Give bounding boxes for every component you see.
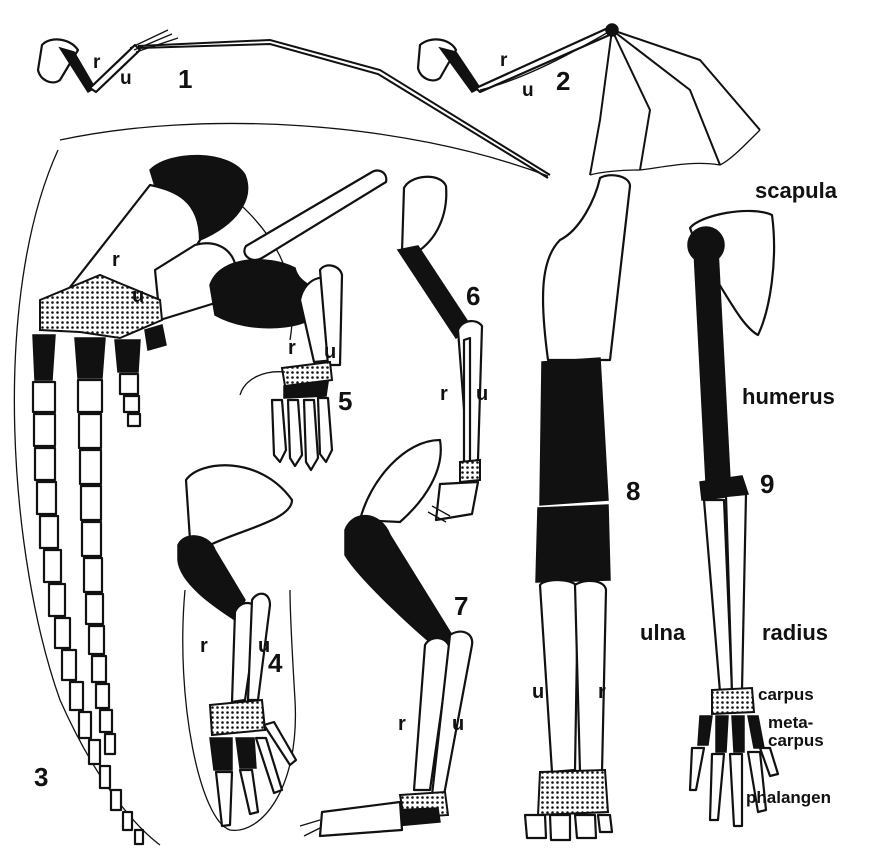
figure-number-6: 6 [466,281,480,311]
term-radius: radius [762,620,828,645]
figure-number-3: 3 [34,762,48,792]
label-r-fig5: r [288,337,296,359]
term-scapula: scapula [755,178,838,203]
label-u-fig2: u [522,80,534,101]
label-u-fig4: u [258,635,270,657]
figure-number-8: 8 [626,476,640,506]
figure-number-7: 7 [454,591,468,621]
figure-4-limb [178,465,296,826]
figure-8-limb [525,175,630,840]
label-r-fig4: r [200,635,208,657]
figure-9-limb [688,211,778,826]
term-phalangen: phalangen [746,788,831,807]
term-ulna: ulna [640,620,686,645]
figure-number-5: 5 [338,386,352,416]
label-r-fig6: r [440,383,448,405]
figure-2-wing [418,24,760,175]
figure-number-4: 4 [268,648,283,678]
label-r-fig3: r [112,249,120,271]
label-u-fig7: u [452,713,464,735]
label-u-fig5: u [324,341,336,363]
label-u-fig1: u [120,68,132,89]
label-u-fig3: u [132,285,144,307]
term-carpus: carpus [758,685,814,704]
term-metacarpus-2: carpus [768,731,824,750]
label-u-fig8: u [532,681,544,703]
figure-number-1: 1 [178,64,192,94]
label-r-fig1: r [93,52,101,73]
figure-number-2: 2 [556,66,570,96]
label-r-fig2: r [500,50,508,71]
figure-1-wing [38,30,550,178]
label-r-fig7: r [398,713,406,735]
label-r-fig8: r [598,681,606,703]
term-metacarpus-1: meta- [768,713,813,732]
figure-number-9: 9 [760,469,774,499]
digit-4-phalanges [120,374,140,426]
term-humerus: humerus [742,384,835,409]
label-u-fig6: u [476,383,488,405]
